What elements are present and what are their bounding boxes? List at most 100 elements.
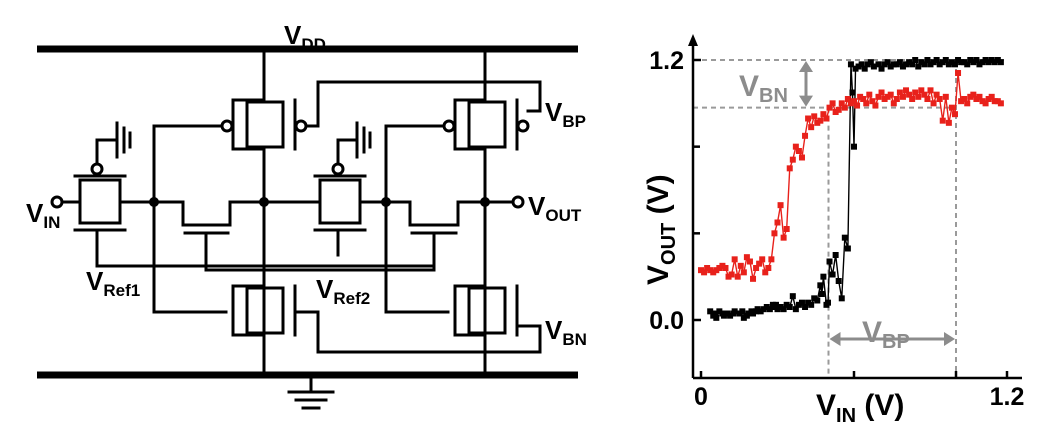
data-point: [988, 93, 995, 100]
data-point: [765, 265, 772, 271]
data-point: [973, 96, 980, 102]
input-transmission-gate-1: [73, 121, 132, 268]
data-point: [860, 96, 867, 102]
data-point: [970, 91, 977, 98]
data-point: [768, 256, 775, 263]
feedback-wire-1: [152, 124, 223, 204]
data-point: [771, 230, 778, 237]
data-point: [909, 61, 916, 68]
data-point: [722, 265, 729, 271]
vbp-arrow-head-icon: [829, 332, 841, 346]
data-point: [997, 59, 1004, 66]
data-point: [970, 59, 977, 66]
data-point: [826, 104, 833, 111]
data-point: [754, 306, 761, 313]
data-point: [719, 262, 726, 269]
data-point: [866, 91, 873, 98]
data-point: [835, 278, 842, 284]
vout-label: VOUT: [528, 191, 582, 225]
data-point: [924, 57, 931, 63]
data-point: [927, 61, 934, 68]
data-point: [777, 304, 784, 310]
data-point: [893, 96, 900, 102]
data-point: [864, 61, 871, 68]
data-point: [855, 63, 862, 70]
data-point: [838, 295, 845, 302]
data-point: [933, 57, 940, 63]
data-point: [875, 61, 882, 68]
data-point: [945, 119, 952, 126]
data-point: [798, 299, 805, 306]
data-point: [985, 59, 992, 66]
data-point: [906, 91, 913, 98]
data-point: [915, 63, 922, 70]
data-point: [759, 256, 766, 263]
pmos-transistor-2: [442, 90, 530, 162]
data-point: [832, 109, 839, 115]
vbn-label: VBN: [545, 315, 587, 349]
data-point: [802, 304, 809, 310]
data-point: [716, 308, 723, 315]
vref1-label: VRef1: [86, 266, 140, 300]
data-point: [870, 63, 877, 70]
data-point: [701, 269, 708, 276]
data-point: [737, 262, 744, 269]
data-point: [824, 299, 831, 306]
data-point: [805, 299, 812, 306]
chart-series: [698, 57, 1004, 321]
data-point: [757, 308, 764, 315]
data-point: [818, 291, 825, 297]
data-point: [835, 106, 842, 113]
data-point: [939, 59, 946, 66]
data-point: [805, 115, 812, 122]
data-point: [847, 61, 854, 68]
vref2-label: VRef2: [316, 274, 370, 308]
data-point: [740, 314, 747, 321]
data-point: [786, 165, 793, 172]
data-point: [780, 306, 787, 313]
data-point: [847, 100, 854, 107]
vbn-arrow-head-icon: [799, 95, 813, 107]
data-point: [942, 93, 949, 100]
data-point: [909, 96, 916, 102]
data-point: [982, 57, 989, 63]
vbp-annotation: VBP: [862, 316, 910, 353]
data-point: [875, 93, 882, 100]
data-point: [924, 96, 931, 102]
data-point: [780, 234, 787, 241]
junction-dot: [259, 197, 269, 207]
data-point: [997, 100, 1004, 107]
data-point: [707, 308, 714, 315]
vbp-label: VBP: [545, 97, 586, 131]
data-point: [936, 61, 943, 68]
vbn-annotation: VBN: [739, 70, 788, 107]
data-point: [906, 59, 913, 66]
data-point: [838, 100, 845, 107]
y-axis-label: VOUT (V): [642, 174, 680, 285]
data-point: [849, 89, 856, 96]
data-point: [991, 59, 998, 66]
data-point: [817, 117, 824, 124]
feedback-wire-2: [152, 200, 228, 314]
data-point: [939, 117, 946, 124]
data-point: [958, 98, 965, 105]
data-point: [698, 267, 704, 274]
junction-dot: [149, 197, 159, 207]
data-point: [912, 57, 919, 63]
data-point: [829, 271, 836, 278]
data-point: [745, 310, 752, 317]
data-point: [951, 61, 958, 68]
data-point: [915, 93, 922, 100]
vin-label: VIN: [26, 198, 60, 232]
data-point: [808, 124, 815, 131]
data-point: [792, 143, 799, 150]
y-tick-label: 0.0: [649, 307, 684, 335]
data-point: [918, 59, 925, 66]
data-point: [979, 59, 986, 66]
data-point: [851, 143, 857, 150]
data-point: [858, 61, 865, 68]
data-point: [878, 65, 885, 72]
data-point: [982, 100, 989, 107]
vdd-label: VDD: [284, 20, 326, 54]
data-point: [961, 59, 968, 66]
